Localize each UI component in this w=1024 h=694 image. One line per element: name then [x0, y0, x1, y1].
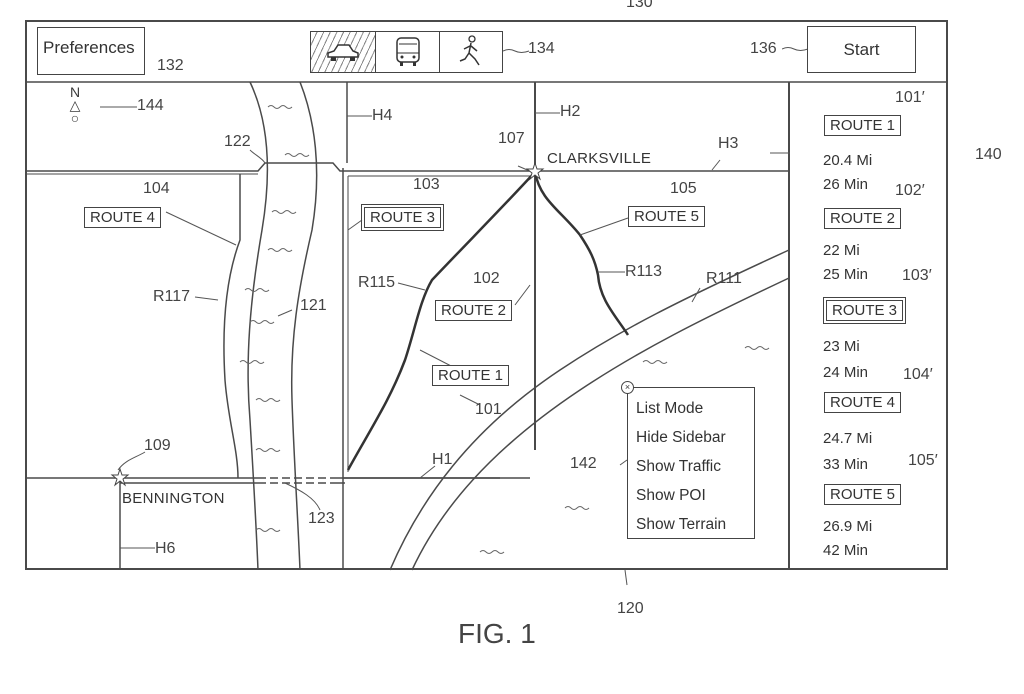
- label-broken-bridge: 123: [308, 510, 335, 527]
- route-2-time: 25 Min: [823, 266, 869, 283]
- ref-map-route-5: 105: [670, 180, 697, 197]
- menu-item-show-traffic[interactable]: Show Traffic: [636, 458, 722, 475]
- bennington-star-icon: [110, 467, 130, 487]
- figure-caption: FIG. 1: [458, 618, 536, 649]
- compass[interactable]: N △ ○: [68, 84, 82, 126]
- navigation-window: [25, 20, 948, 570]
- route-5-time: 42 Min: [823, 542, 869, 559]
- sidebar-route-5[interactable]: ROUTE 5: [824, 484, 902, 505]
- map-route-5[interactable]: ROUTE 5: [628, 206, 706, 227]
- clarksville-star-icon: [525, 161, 545, 181]
- ref-clarksville: 107: [498, 130, 525, 147]
- label-h6: H6: [155, 540, 176, 557]
- travel-mode-car[interactable]: [310, 31, 376, 73]
- ref-map-route-2: 102: [473, 270, 500, 287]
- close-menu-icon[interactable]: ×: [621, 381, 634, 394]
- menu-item-show-terrain[interactable]: Show Terrain: [636, 516, 727, 533]
- label-r111: R111: [706, 270, 742, 287]
- walking-person-icon: [459, 35, 480, 66]
- sidebar-route-4[interactable]: ROUTE 4: [824, 392, 902, 413]
- route-3-time: 24 Min: [823, 364, 869, 381]
- ref-sidebar-route-4: 104′: [903, 366, 933, 383]
- route-4-distance: 24.7 Mi: [823, 430, 873, 447]
- road-r117: [223, 174, 241, 479]
- north-label: N: [69, 84, 81, 100]
- menu-item-list-mode[interactable]: List Mode: [636, 400, 704, 417]
- ref-map-route-3: 103: [413, 176, 440, 193]
- label-r117: R117: [153, 288, 191, 305]
- car-icon: [327, 44, 359, 61]
- context-menu: List Mode Hide Sidebar Show Traffic Show…: [627, 387, 755, 539]
- ref-compass: 144: [137, 97, 164, 114]
- route-5-distance: 26.9 Mi: [823, 518, 873, 535]
- leader-122: [249, 149, 266, 164]
- sidebar-route-list: 101′ ROUTE 1 20.4 Mi 26 Min 102′ ROUTE 2…: [790, 82, 946, 568]
- route-4-time: 33 Min: [823, 456, 869, 473]
- ref-sidebar-route-5: 105′: [908, 452, 938, 469]
- ref-sidebar-route-2: 102′: [895, 182, 925, 199]
- ref-map-route-4: 104: [143, 180, 170, 197]
- place-clarksville[interactable]: CLARKSVILLE: [547, 150, 652, 167]
- ref-sidebar-route-1: 101′: [895, 89, 925, 106]
- preferences-button[interactable]: Preferences: [37, 27, 145, 75]
- road-r111-a: [389, 249, 790, 571]
- route-5-line: [533, 171, 630, 336]
- start-label: Start: [843, 39, 880, 59]
- label-h3: H3: [718, 135, 739, 152]
- label-h4: H4: [372, 107, 393, 124]
- road-r111-b: [411, 277, 790, 571]
- route-3-distance: 23 Mi: [823, 338, 860, 355]
- sidebar-route-2[interactable]: ROUTE 2: [824, 208, 902, 229]
- map-route-1[interactable]: ROUTE 1: [432, 365, 510, 386]
- label-r115: R115: [358, 274, 396, 291]
- route-2-line: [346, 171, 536, 471]
- travel-mode-walk[interactable]: [439, 31, 503, 73]
- map-route-3[interactable]: ROUTE 3: [360, 204, 445, 231]
- bus-icon: [395, 37, 420, 66]
- place-bennington[interactable]: BENNINGTON: [122, 490, 225, 507]
- map-route-4[interactable]: ROUTE 4: [84, 207, 162, 228]
- ref-sidebar-route-3: 103′: [902, 267, 932, 284]
- river-bank-right: [290, 81, 318, 571]
- menu-item-hide-sidebar[interactable]: Hide Sidebar: [636, 429, 726, 446]
- map-route-2[interactable]: ROUTE 2: [435, 300, 513, 321]
- sidebar-route-1[interactable]: ROUTE 1: [824, 115, 902, 136]
- preferences-label: Preferences: [43, 38, 135, 57]
- route-1-time: 26 Min: [823, 176, 869, 193]
- menu-item-show-poi[interactable]: Show POI: [636, 487, 706, 504]
- north-arrow-icon: △: [69, 97, 81, 113]
- ref-menu: 142: [570, 455, 597, 472]
- ref-map: 120: [617, 600, 644, 617]
- river-bank-left: [247, 81, 269, 571]
- ref-map-route-1: 101: [475, 401, 502, 418]
- start-button[interactable]: Start: [807, 26, 916, 73]
- ref-modes: 134: [528, 40, 555, 57]
- route-2-distance: 22 Mi: [823, 242, 860, 259]
- ref-bennington: 109: [144, 437, 171, 454]
- ref-start: 136: [750, 40, 777, 57]
- travel-mode-bus[interactable]: [375, 31, 440, 73]
- leader-route-4: [165, 211, 237, 246]
- label-h2: H2: [560, 103, 581, 120]
- ref-window: 130: [626, 0, 653, 11]
- highway-h3: [25, 162, 789, 172]
- water-marks: [239, 105, 770, 554]
- ref-preferences: 132: [157, 57, 184, 74]
- ref-sidebar: 140: [975, 146, 1002, 163]
- compass-circle-icon: ○: [70, 110, 80, 126]
- route-1-distance: 20.4 Mi: [823, 152, 873, 169]
- sidebar-route-3[interactable]: ROUTE 3: [822, 297, 907, 324]
- label-h1: H1: [432, 451, 453, 468]
- label-bridge: 122: [224, 133, 251, 150]
- label-r113: R113: [625, 263, 663, 280]
- label-river: 121: [300, 297, 327, 314]
